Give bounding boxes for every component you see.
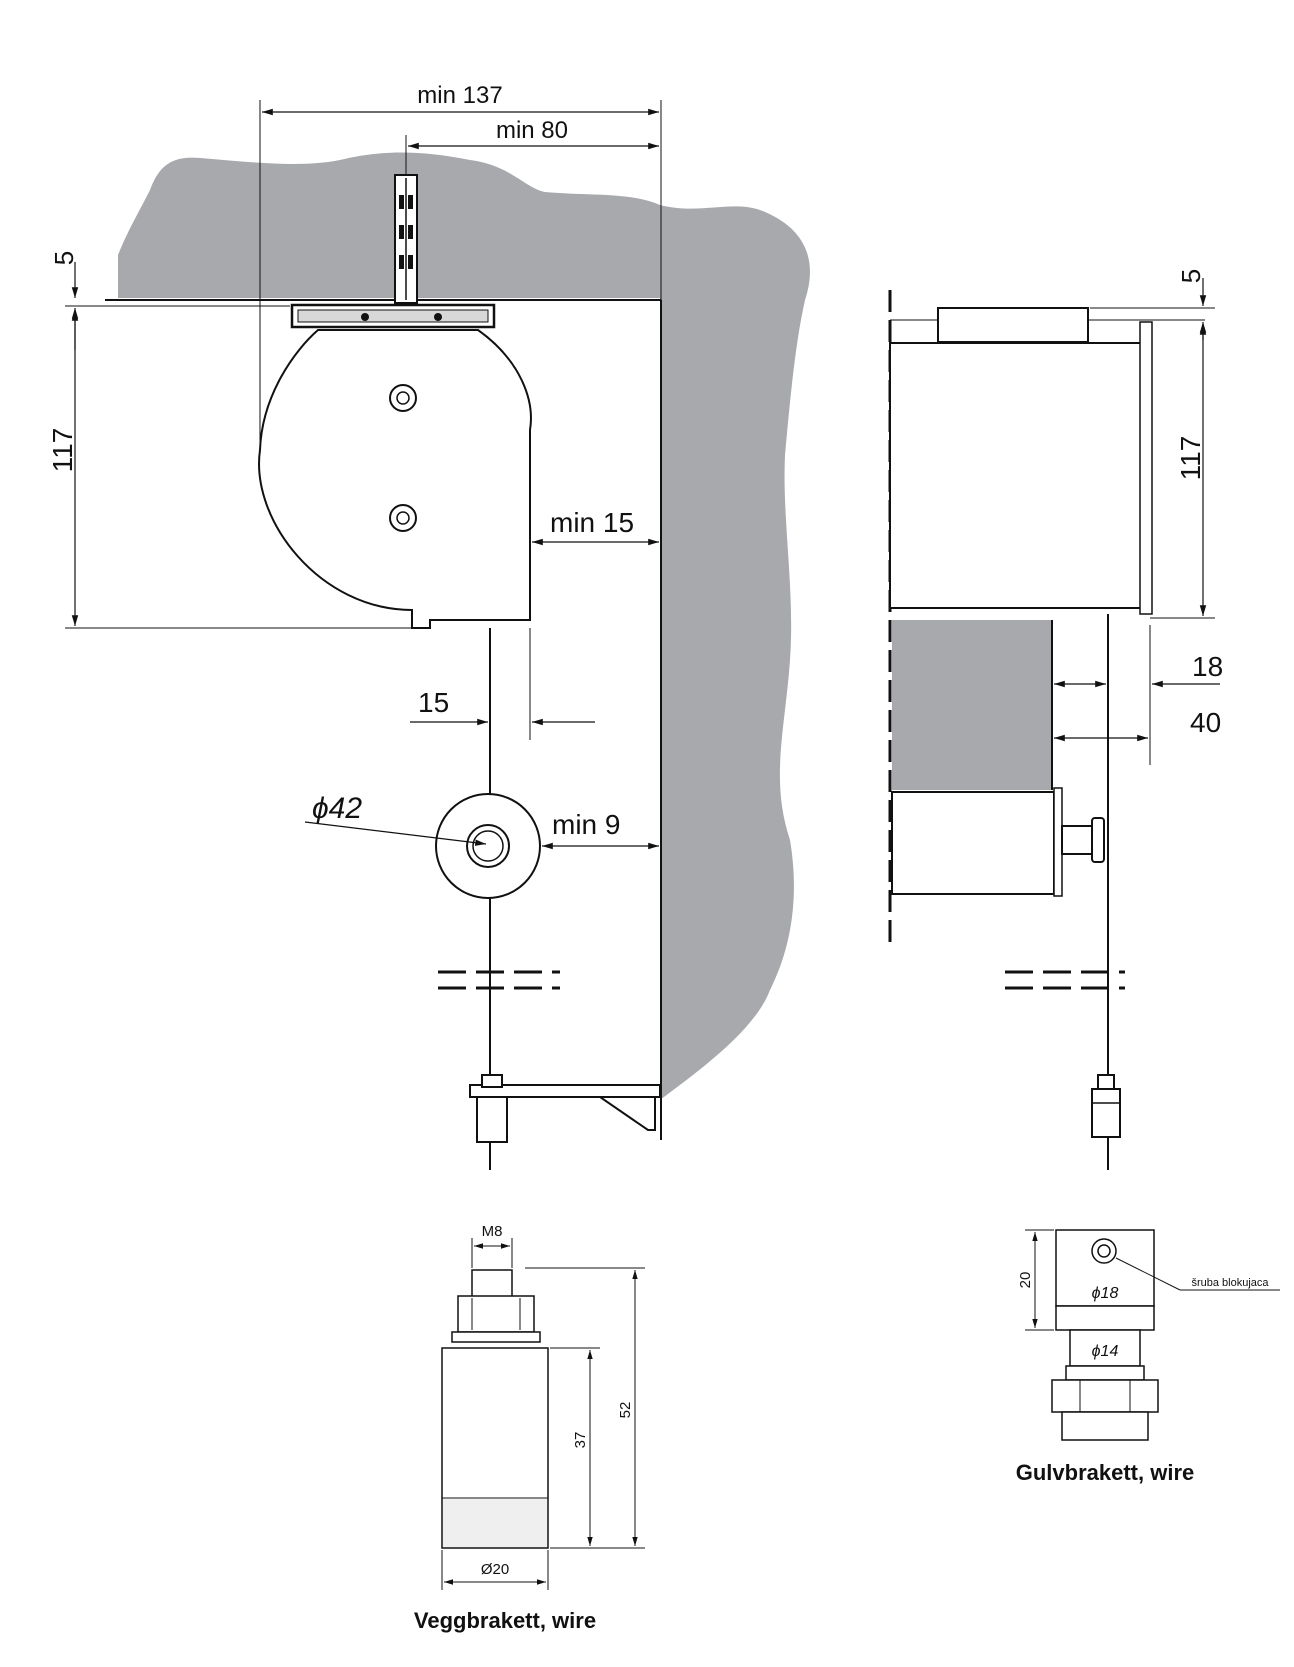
- housing-screw-top: [389, 384, 417, 412]
- dim-15: 15: [410, 628, 595, 740]
- wall-bracket: [469, 1074, 661, 1143]
- side-wire-break-marks: [1005, 970, 1125, 990]
- screw-label: šruba blokujaca: [1191, 1277, 1269, 1289]
- side-view: 5 117 18 40: [888, 269, 1223, 1170]
- side-bottom-box: [891, 791, 1055, 895]
- dim-52-label: 52: [617, 1402, 634, 1419]
- dim-5-front-label: 5: [49, 251, 79, 265]
- side-floor-clamp: [1091, 1074, 1121, 1138]
- dim-40: 40: [1054, 707, 1221, 742]
- dim-20-label: 20: [1017, 1272, 1034, 1289]
- dim-18-label: 18: [1192, 651, 1223, 682]
- gulvbrakett-caption: Gulvbrakett, wire: [1016, 1460, 1195, 1485]
- dim-d18-label: ϕ18: [1092, 1285, 1119, 1302]
- veggbrakett-caption: Veggbrakett, wire: [414, 1608, 596, 1633]
- winch-housing: [258, 329, 532, 629]
- dim-d42: ϕ42: [304, 792, 487, 846]
- dim-d14-label: ϕ14: [1092, 1343, 1119, 1360]
- dim-min15-label: min 15: [550, 507, 634, 538]
- dim-min137: min 137: [259, 82, 662, 455]
- side-housing: [889, 342, 1149, 609]
- dim-min9: min 9: [542, 809, 659, 850]
- dim-117-front-label: 117: [47, 428, 78, 473]
- mounting-rail: [290, 303, 496, 329]
- side-wall-section: [892, 620, 1052, 790]
- dim-min15: min 15: [532, 507, 659, 546]
- dim-m8-label: M8: [482, 1223, 503, 1240]
- anchor-bolt: [394, 174, 418, 304]
- dim-37-label: 37: [572, 1432, 589, 1449]
- side-mounting-plate: [937, 307, 1089, 343]
- housing-screw-bottom: [389, 504, 417, 532]
- dim-min9-label: min 9: [552, 809, 620, 840]
- front-view: min 137 min 80 5 117 min 15 15: [47, 82, 810, 1170]
- dim-min80-label: min 80: [496, 117, 568, 144]
- gulvbrakett-detail: šruba blokujaca ϕ18 ϕ14 20 Gulvbrakett, …: [1016, 1229, 1280, 1485]
- locking-screw: [1091, 1238, 1117, 1264]
- dim-5-side-label: 5: [1176, 269, 1206, 283]
- dim-117-front: 117: [47, 310, 412, 629]
- dim-40-label: 40: [1190, 707, 1221, 738]
- veggbrakett-detail: M8 52 37 Ø20 Veggbrakett, wire: [414, 1223, 645, 1633]
- wire-guide-disc: [435, 793, 541, 899]
- dim-d20-label: Ø20: [481, 1561, 509, 1578]
- dim-min137-label: min 137: [417, 82, 502, 109]
- dim-117-side: 117: [1150, 324, 1215, 619]
- dim-18: 18: [1054, 625, 1223, 765]
- dim-d42-label: ϕ42: [312, 792, 362, 825]
- dim-min80: min 80: [405, 117, 659, 175]
- wall-ceiling-section: [118, 152, 810, 1100]
- dim-117-side-label: 117: [1175, 436, 1206, 481]
- dim-15-label: 15: [418, 687, 449, 718]
- wire-break-marks: [438, 970, 560, 990]
